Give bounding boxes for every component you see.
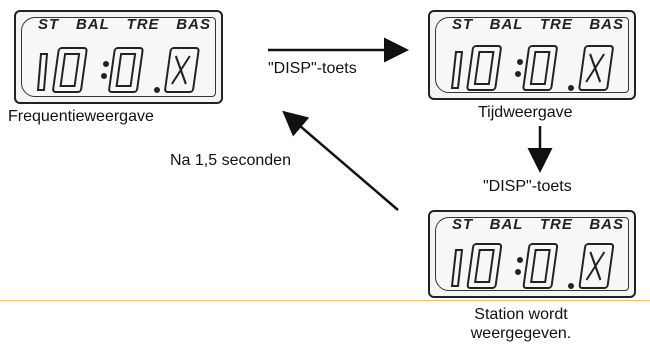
lcd-display-station: ST BAL TRE BAS: [428, 210, 636, 298]
mode-st: ST: [38, 16, 60, 33]
divider-line: [0, 300, 650, 301]
label-disp-right: "DISP"-toets: [268, 60, 357, 77]
lcd-digits: [450, 45, 614, 91]
mode-tre: TRE: [126, 16, 160, 33]
mode-bal: BAL: [75, 16, 110, 33]
lcd-mode-labels: ST BAL TRE BAS: [38, 16, 211, 33]
caption-frequency: Frequentieweergave: [8, 108, 154, 125]
mode-bas: BAS: [176, 16, 211, 33]
label-back-timeout: Na 1,5 seconden: [170, 152, 291, 169]
mode-bas: BAS: [589, 16, 624, 33]
mode-bal: BAL: [489, 16, 524, 33]
mode-st: ST: [452, 216, 474, 233]
lcd-digits: [450, 243, 615, 289]
lcd-display-frequency: ST BAL TRE BAS: [14, 10, 223, 104]
lcd-mode-labels: ST BAL TRE BAS: [452, 216, 624, 233]
lcd-display-time: ST BAL TRE BAS: [428, 10, 636, 100]
arrow-back: [282, 110, 399, 211]
mode-tre: TRE: [539, 216, 573, 233]
mode-st: ST: [452, 16, 474, 33]
mode-bal: BAL: [489, 216, 524, 233]
caption-station: Station wordt weergegeven.: [470, 306, 572, 342]
mode-tre: TRE: [539, 16, 573, 33]
lcd-mode-labels: ST BAL TRE BAS: [452, 16, 624, 33]
lcd-digits: [36, 47, 200, 93]
mode-bas: BAS: [589, 216, 624, 233]
label-disp-down: "DISP"-toets: [483, 178, 572, 195]
caption-time: Tijdweergave: [478, 104, 573, 121]
